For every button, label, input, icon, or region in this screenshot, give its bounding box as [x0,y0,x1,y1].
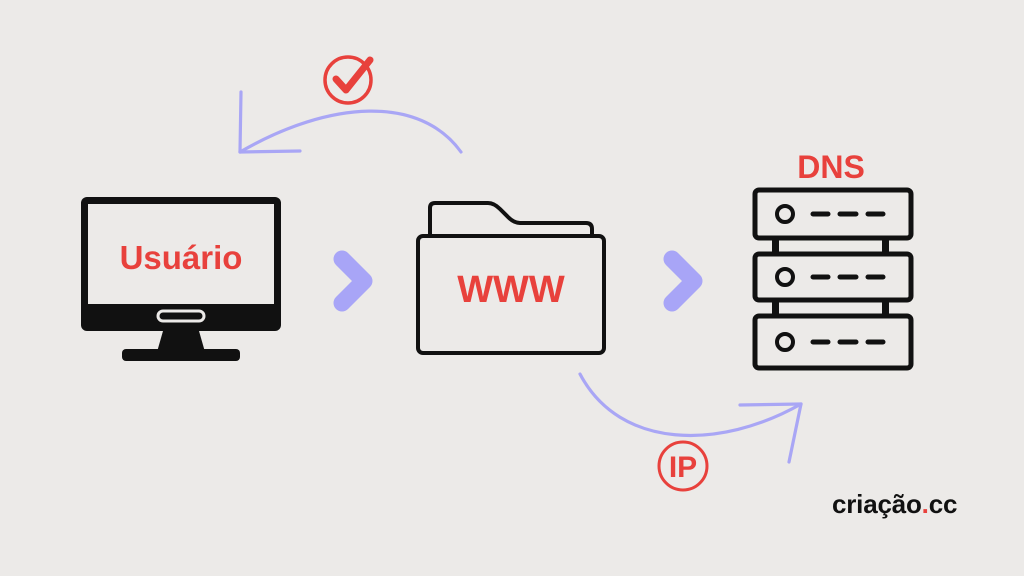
www-label: WWW [457,269,565,311]
return-arrow [238,90,463,154]
dns-label: DNS [797,149,865,185]
server-stack-icon [752,187,914,371]
brand-name: criação [832,489,922,519]
request-arrow [578,372,803,464]
chevron-right-icon [663,250,703,312]
ip-badge: IP [657,440,709,492]
monitor-icon [81,197,281,361]
server-unit [752,251,914,303]
folder-icon [416,201,606,355]
server-unit [752,313,914,371]
brand-logo: criação.cc [832,489,957,519]
ip-label: IP [669,451,697,484]
user-label: Usuário [120,239,243,276]
check-circle-icon [323,55,374,105]
chevron-right-icon [333,250,373,312]
brand-dot: . [921,489,929,519]
brand-suffix: cc [928,489,958,519]
server-unit [752,187,914,241]
